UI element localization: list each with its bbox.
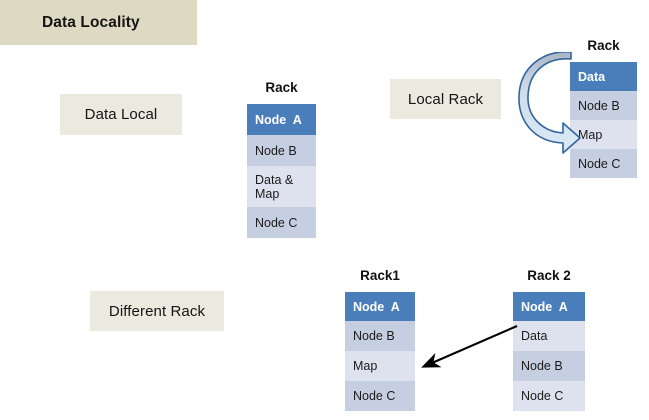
rack-row: Data: [513, 321, 585, 351]
page-title: Data Locality: [0, 0, 197, 45]
different-rack-straight-arrow-icon: [421, 325, 518, 368]
local-rack-label-box: Local Rack: [390, 79, 501, 119]
rack-row: Node A: [345, 292, 415, 321]
rack-row: Map: [345, 351, 415, 381]
different-rack-label-box: Different Rack: [90, 291, 224, 331]
rack-row: Node C: [570, 149, 637, 178]
rack-row: Node C: [247, 207, 316, 238]
data-local-label-text: Data Local: [84, 106, 158, 123]
rack-row: Data & Map: [247, 166, 316, 207]
rack-row: Node C: [345, 381, 415, 411]
rack-row: Node B: [570, 91, 637, 120]
rack-row: Node C: [513, 381, 585, 411]
rack-row: Node B: [345, 321, 415, 351]
rack-row: Data: [570, 62, 637, 91]
rack-row: Node B: [247, 135, 316, 166]
rack-row: Node A: [513, 292, 585, 321]
rack-title: Rack1: [360, 268, 400, 283]
rack-title: Rack: [587, 38, 620, 53]
rack-row: Node A: [247, 104, 316, 135]
rack-title: Rack 2: [527, 268, 571, 283]
different-rack-label-text: Different Rack: [108, 302, 206, 320]
data-local-label-box: Data Local: [60, 94, 182, 135]
rack-row: Node B: [513, 351, 585, 381]
page-title-text: Data Locality: [42, 13, 140, 31]
rack-row: Map: [570, 120, 637, 149]
local-rack-label-text: Local Rack: [407, 90, 484, 108]
rack-title: Rack: [265, 80, 298, 95]
